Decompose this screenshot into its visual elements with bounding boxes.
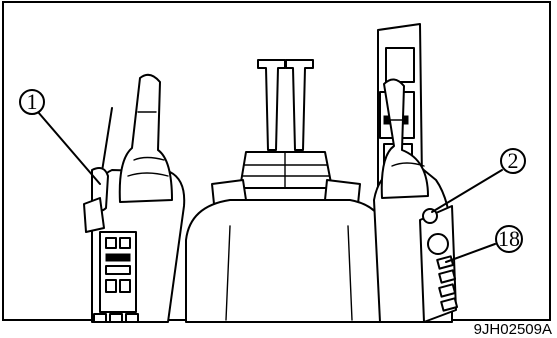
svg-text:2: 2 [508, 148, 519, 173]
travel-pedals [212, 152, 360, 204]
left-control-lever [120, 75, 172, 202]
right-console [374, 24, 457, 322]
callout-1: 1 [20, 89, 100, 184]
callout-18: 18 [446, 226, 522, 262]
svg-text:18: 18 [498, 226, 520, 251]
figure-id: 9JH02509A [474, 321, 552, 338]
svg-text:1: 1 [27, 89, 38, 114]
travel-levers [258, 60, 313, 150]
operator-seat [186, 60, 388, 322]
seat-back [186, 200, 388, 322]
monitor [386, 48, 414, 82]
